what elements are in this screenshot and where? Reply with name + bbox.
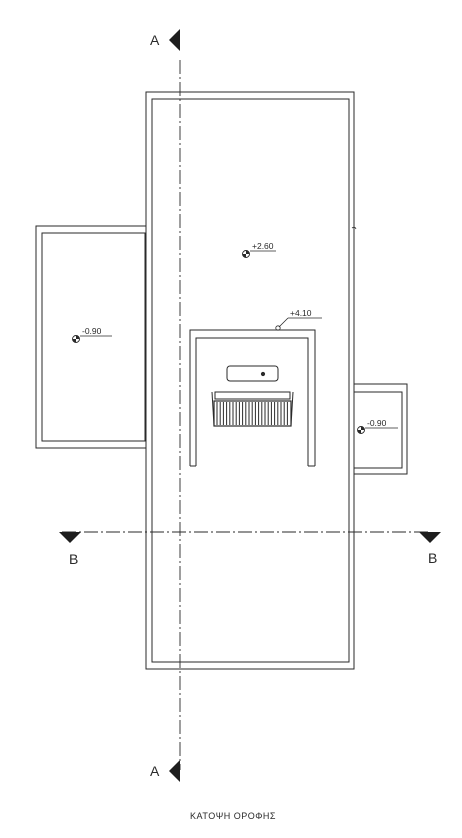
level-marker-main-roof: +2.60 [242, 241, 276, 258]
section-a-top-label: A [150, 32, 160, 48]
solar-panel [211, 391, 294, 427]
section-b-right-arrow [419, 532, 441, 543]
main-roof-outline [145, 91, 355, 670]
level-marker-right-annex: -0.90 [357, 418, 398, 434]
section-line-b [59, 531, 441, 543]
section-a-bottom-arrow [169, 760, 180, 782]
level-marker-raised-roof: +4.10 [275, 308, 322, 331]
level-left-annex-text: -0.90 [82, 326, 102, 336]
raised-volume [189, 329, 316, 467]
right-annex [347, 383, 408, 475]
level-raised-roof-text: +4.10 [290, 308, 312, 318]
section-a-top-arrow [169, 29, 180, 51]
section-a-bottom-label: A [150, 763, 160, 779]
level-main-roof-text: +2.60 [252, 241, 274, 251]
edge-mark [351, 226, 357, 230]
drawing-title: ΚΑΤΟΨΗ ΟΡΟΦΗΣ [190, 811, 276, 821]
water-tank [226, 365, 279, 382]
section-line-a [169, 29, 181, 782]
level-marker-left-annex: -0.90 [72, 326, 112, 343]
left-annex [35, 225, 149, 449]
section-b-left-arrow [59, 532, 81, 543]
section-b-left-label: B [69, 551, 78, 567]
section-b-right-label: B [428, 550, 437, 566]
level-right-annex-text: -0.90 [367, 418, 387, 428]
